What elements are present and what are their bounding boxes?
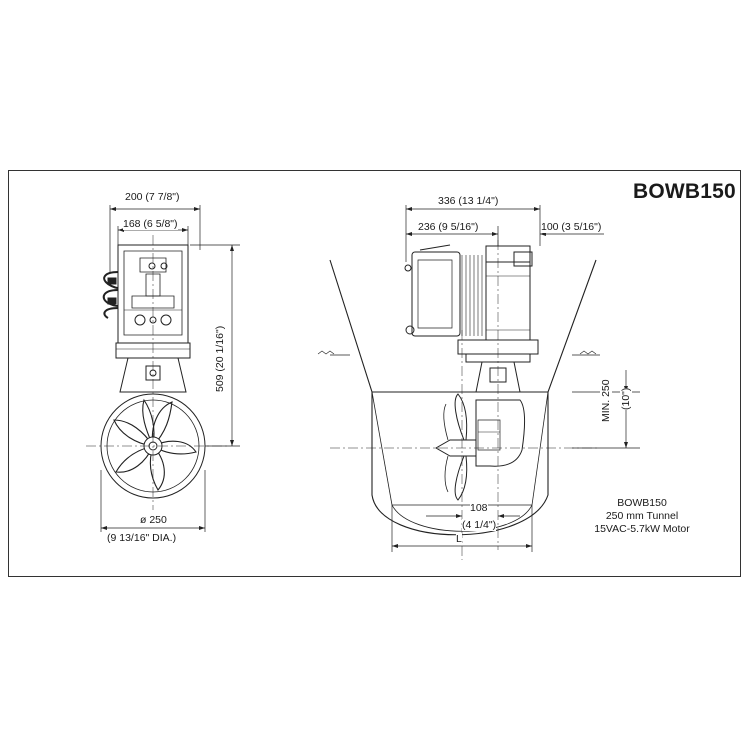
dim-length-label: L bbox=[456, 533, 462, 545]
spec-model: BOWB150 bbox=[617, 497, 667, 509]
model-title: BOWB150 bbox=[633, 180, 736, 203]
dim-body-width: 168 (6 5/8") bbox=[123, 218, 178, 230]
dim-overall-width: 200 (7 7/8") bbox=[125, 191, 180, 203]
dim-side-left: 236 (9 5/16") bbox=[418, 221, 479, 233]
front-view bbox=[86, 235, 230, 510]
dim-side-length: 336 (13 1/4") bbox=[438, 195, 499, 207]
drawing-frame bbox=[8, 170, 741, 577]
spec-tunnel: 250 mm Tunnel bbox=[605, 510, 679, 522]
hull-section bbox=[318, 260, 600, 535]
gear-housing bbox=[476, 400, 525, 466]
dim-side-right: 100 (3 5/16") bbox=[541, 221, 602, 233]
leg-side bbox=[476, 362, 520, 392]
propeller-side bbox=[436, 394, 476, 500]
dim-offset: 108 bbox=[470, 502, 488, 514]
dim-height: 509 (20 1/16") bbox=[214, 325, 226, 392]
motor-body bbox=[486, 246, 530, 340]
dim-min-depth: MIN. 250 bbox=[600, 379, 612, 422]
leg-housing bbox=[120, 358, 186, 392]
propeller-front bbox=[114, 400, 196, 490]
dim-min-depth-inch: (10") bbox=[620, 387, 632, 410]
dim-offset-inch: (4 1/4") bbox=[462, 519, 497, 531]
motor-side bbox=[330, 240, 600, 560]
dim-tunnel-dia-inch: (9 13/16" DIA.) bbox=[107, 532, 177, 544]
spec-motor: 15VAC-5.7kW Motor bbox=[594, 523, 690, 535]
front-dimensions bbox=[101, 205, 240, 532]
dim-tunnel-dia: ø 250 bbox=[140, 514, 167, 526]
